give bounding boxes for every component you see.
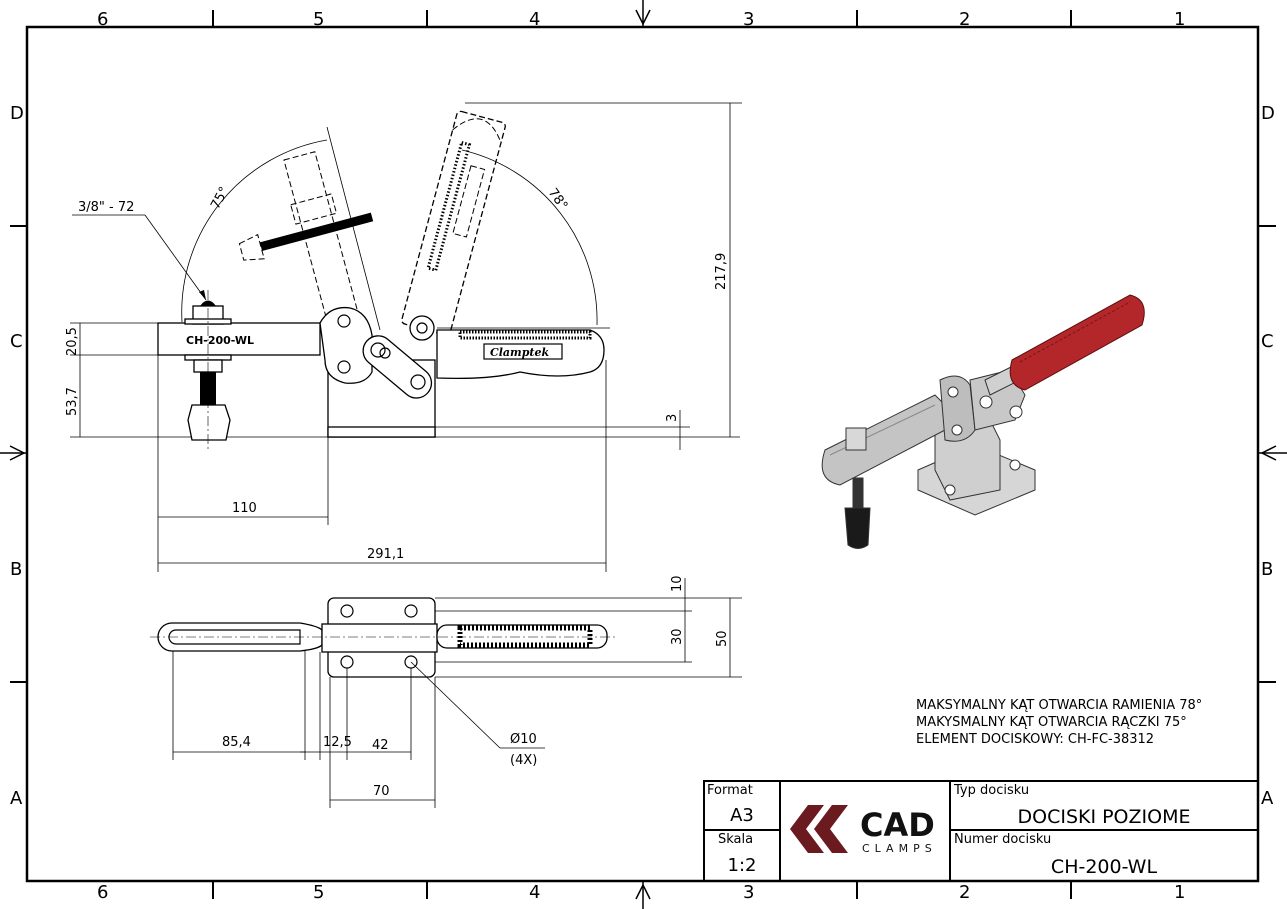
svg-text:3/8" - 72: 3/8" - 72 (78, 200, 134, 215)
svg-text:B: B (10, 559, 22, 580)
number-label: Numer docisku (954, 832, 1052, 847)
raised-spindle-phantom (238, 212, 374, 261)
svg-text:75°: 75° (208, 184, 232, 211)
note-clamping-element: ELEMENT DOCISKOWY: CH-FC-38312 (916, 732, 1155, 747)
note-arm-angle: MAKSYMALNY KĄT OTWARCIA RAMIENIA 78° (916, 698, 1203, 713)
arm-angle-arc (181, 139, 328, 323)
format-value: A3 (730, 805, 754, 826)
svg-text:CAD: CAD (860, 806, 935, 844)
svg-text:30: 30 (670, 628, 685, 645)
raised-handle (401, 110, 506, 336)
svg-text:CLAMPS: CLAMPS (862, 842, 937, 855)
zone-ticks (10, 10, 1276, 899)
svg-text:2: 2 (959, 9, 970, 30)
red-handle-grip (1009, 294, 1145, 391)
svg-text:6: 6 (97, 882, 108, 903)
svg-text:291,1: 291,1 (367, 547, 404, 562)
isometric-view (821, 294, 1145, 549)
svg-text:110: 110 (232, 501, 257, 516)
svg-text:(4X): (4X) (510, 753, 537, 768)
clamp-arm (157, 322, 321, 356)
svg-text:CH-200-WL: CH-200-WL (186, 334, 254, 347)
svg-text:70: 70 (373, 784, 390, 799)
format-label: Format (707, 783, 753, 798)
zone-labels: 6 5 4 3 2 1 6 5 4 3 2 1 D C B A D C B A (10, 9, 1275, 903)
svg-text:5: 5 (313, 9, 324, 30)
clamp-handle (436, 329, 605, 380)
handle-top (436, 624, 608, 649)
svg-text:B: B (1261, 559, 1273, 580)
drawing-notes: MAKSYMALNY KĄT OTWARCIA RAMIENIA 78° MAK… (916, 697, 1202, 748)
svg-text:A: A (1261, 788, 1274, 809)
svg-text:4: 4 (529, 882, 540, 903)
type-label: Typ docisku (954, 783, 1030, 798)
svg-text:D: D (10, 103, 24, 124)
scale-label: Skala (718, 832, 754, 847)
svg-text:3: 3 (665, 414, 680, 422)
svg-text:C: C (10, 331, 23, 352)
svg-text:42: 42 (372, 738, 389, 753)
svg-text:D: D (1261, 103, 1275, 124)
svg-text:C: C (1261, 331, 1274, 352)
svg-text:12,5: 12,5 (323, 735, 352, 750)
title-block (703, 780, 1259, 882)
svg-text:5: 5 (313, 882, 324, 903)
svg-text:3: 3 (743, 882, 754, 903)
svg-text:A: A (10, 788, 23, 809)
svg-text:78°: 78° (545, 186, 571, 213)
svg-text:85,4: 85,4 (222, 735, 251, 750)
svg-text:217,9: 217,9 (714, 253, 729, 290)
rubber-tip (844, 507, 871, 549)
svg-text:53,7: 53,7 (65, 387, 80, 416)
svg-text:Ø10: Ø10 (510, 732, 537, 747)
svg-text:Clamptek: Clamptek (490, 346, 549, 359)
top-view: 10 30 50 85,4 12,5 42 70 Ø10 (4X) (150, 575, 742, 808)
svg-text:1: 1 (1174, 882, 1185, 903)
handle-angle-arc (461, 149, 598, 326)
svg-text:1: 1 (1174, 9, 1185, 30)
svg-text:20,5: 20,5 (65, 327, 80, 356)
scale-value: 1:2 (727, 855, 757, 876)
note-handle-angle: MAKYSMALNY KĄT OTWARCIA RĄCZKI 75° (916, 715, 1187, 730)
drawing-frame (25, 25, 1260, 883)
svg-text:6: 6 (97, 9, 108, 30)
svg-text:4: 4 (529, 9, 540, 30)
svg-text:50: 50 (715, 630, 730, 647)
cad-clamps-logo: CAD CLAMPS (790, 805, 937, 855)
svg-text:10: 10 (670, 575, 685, 592)
svg-text:3: 3 (743, 9, 754, 30)
number-value: CH-200-WL (1050, 856, 1158, 878)
type-value: DOCISKI POZIOME (1017, 806, 1191, 828)
svg-text:2: 2 (959, 882, 970, 903)
side-view: 75° 78° CH-200-WL Clamptek (65, 102, 742, 572)
